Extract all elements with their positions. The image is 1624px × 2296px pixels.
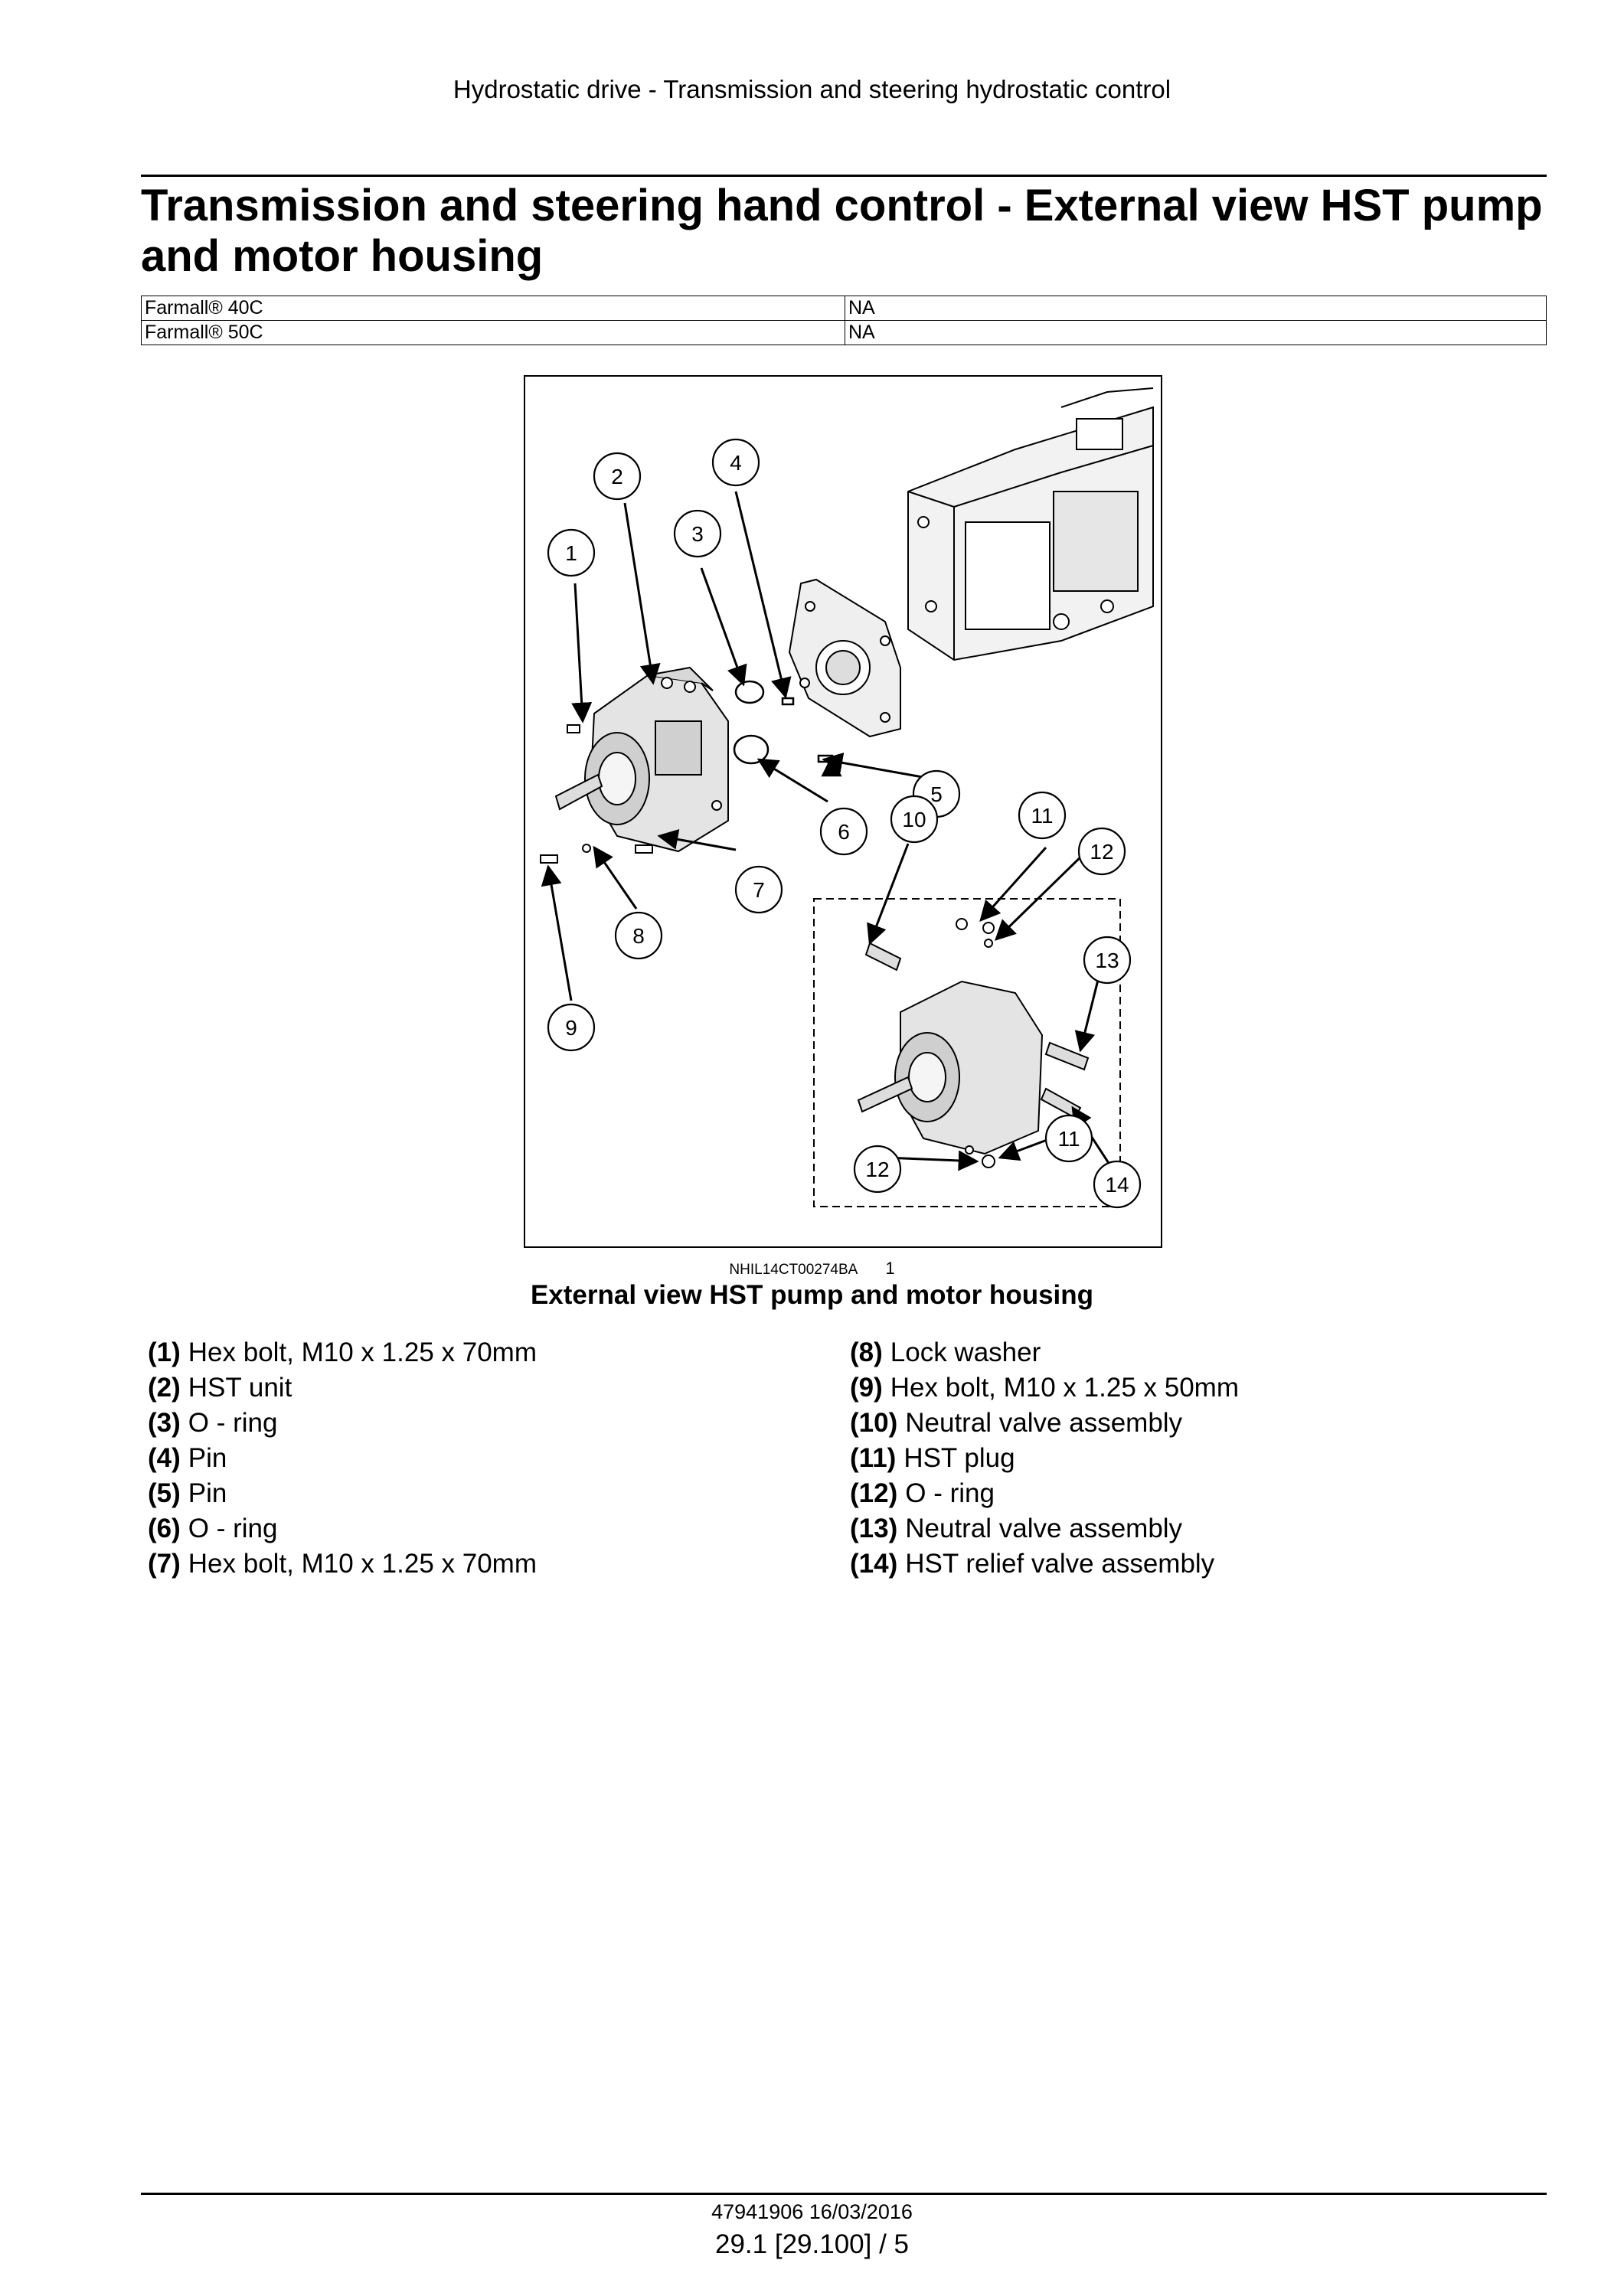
exploded-view-drawing: 1 2 3 4 5 6 7 8 9 10 11 12 13 11 12 14 (540, 387, 1154, 1209)
callout-label: 4 (730, 451, 742, 475)
callout-label: 14 (1105, 1173, 1129, 1197)
figure-code: NHIL14CT00274BA 1 (0, 1259, 1624, 1279)
running-header: Hydrostatic drive - Transmission and ste… (453, 75, 1171, 103)
callout-label: 11 (1057, 1127, 1080, 1151)
hst-unit-drawing (540, 666, 729, 864)
legend-text: Lock washer (890, 1337, 1041, 1367)
footer-rule (141, 2193, 1547, 2195)
legend-ref: (12) (850, 1478, 898, 1508)
hst-unit-detail-drawing (857, 918, 1090, 1168)
legend-text: HST plug (903, 1443, 1015, 1473)
page-title: Transmission and steering hand control -… (141, 181, 1543, 281)
transmission-housing-drawing (907, 387, 1154, 661)
legend-ref: (9) (850, 1373, 883, 1403)
legend-item: (11)HST plug (850, 1441, 1570, 1476)
legend-item: (4)Pin (148, 1441, 868, 1476)
detail-box (813, 898, 1121, 1207)
document-id: 47941906 16/03/2016 (711, 2200, 913, 2223)
value-cell: NA (845, 296, 1547, 321)
legend-item: (9)Hex bolt, M10 x 1.25 x 50mm (850, 1370, 1570, 1406)
legend-text: Hex bolt, M10 x 1.25 x 70mm (188, 1337, 537, 1367)
legend-item: (10)Neutral valve assembly (850, 1406, 1570, 1441)
callout-label: 8 (632, 924, 645, 948)
legend-item: (8)Lock washer (850, 1335, 1570, 1370)
exploded-view-figure: 1 2 3 4 5 6 7 8 9 10 11 12 13 11 12 14 (524, 375, 1162, 1248)
callout-label: 7 (753, 878, 765, 902)
figure-code-text: NHIL14CT00274BA (729, 1262, 858, 1278)
legend-ref: (10) (850, 1408, 898, 1438)
callout-labels: 1 2 3 4 5 6 7 8 9 10 11 12 13 11 12 14 (565, 451, 1129, 1197)
legend-left-column: (1)Hex bolt, M10 x 1.25 x 70mm (2)HST un… (148, 1335, 868, 1582)
legend-text: Neutral valve assembly (905, 1514, 1183, 1543)
callout-label: 13 (1095, 949, 1119, 972)
legend-right-column: (8)Lock washer (9)Hex bolt, M10 x 1.25 x… (850, 1335, 1570, 1582)
callout-label: 9 (565, 1016, 577, 1040)
legend-text: O - ring (905, 1478, 995, 1508)
legend-text: HST unit (188, 1373, 292, 1403)
legend-ref: (11) (850, 1443, 897, 1473)
legend-ref: (14) (850, 1549, 898, 1579)
figure-caption: External view HST pump and motor housing (530, 1280, 1094, 1310)
legend-ref: (1) (148, 1337, 181, 1367)
legend-ref: (4) (148, 1443, 181, 1473)
callout-label: 1 (565, 541, 577, 565)
table-row: Farmall® 50C NA (141, 320, 1547, 345)
legend-ref: (3) (148, 1408, 181, 1438)
legend-ref: (2) (148, 1373, 181, 1403)
callout-label: 12 (1090, 840, 1113, 864)
callout-label: 5 (930, 782, 943, 806)
legend-ref: (7) (148, 1549, 181, 1579)
legend-text: O - ring (188, 1408, 278, 1438)
figure-number: 1 (885, 1259, 895, 1278)
adapter-plate-drawing (788, 578, 901, 738)
legend-text: Pin (188, 1478, 227, 1508)
legend-item: (7)Hex bolt, M10 x 1.25 x 70mm (148, 1546, 868, 1582)
legend-item: (1)Hex bolt, M10 x 1.25 x 70mm (148, 1335, 868, 1370)
legend-ref: (8) (850, 1337, 883, 1367)
callout-label: 12 (865, 1158, 889, 1181)
legend-text: Pin (188, 1443, 227, 1473)
legend-item: (14)HST relief valve assembly (850, 1546, 1570, 1582)
callout-label: 2 (611, 465, 623, 488)
leader-lines (541, 491, 1124, 1185)
legend-ref: (6) (148, 1514, 181, 1543)
legend-text: Hex bolt, M10 x 1.25 x 70mm (188, 1549, 537, 1579)
legend-ref: (5) (148, 1478, 181, 1508)
legend-item: (2)HST unit (148, 1370, 868, 1406)
legend-item: (5)Pin (148, 1476, 868, 1511)
applicability-table: Farmall® 40C NA Farmall® 50C NA (141, 296, 1547, 345)
callout-label: 6 (838, 820, 850, 844)
callout-bubbles (547, 438, 1142, 1209)
value-cell: NA (845, 320, 1547, 345)
legend-item: (12)O - ring (850, 1476, 1570, 1511)
model-cell: Farmall® 50C (141, 320, 845, 345)
model-cell: Farmall® 40C (141, 296, 845, 321)
legend-text: Hex bolt, M10 x 1.25 x 50mm (890, 1373, 1239, 1403)
legend-text: O - ring (188, 1514, 278, 1543)
legend-text: HST relief valve assembly (905, 1549, 1215, 1579)
legend-text: Neutral valve assembly (905, 1408, 1183, 1438)
page-number: 29.1 [29.100] / 5 (715, 2229, 909, 2259)
legend-ref: (13) (850, 1514, 898, 1543)
table-row: Farmall® 40C NA (141, 296, 1547, 321)
legend-item: (6)O - ring (148, 1511, 868, 1546)
legend-item: (3)O - ring (148, 1406, 868, 1441)
header-rule (141, 175, 1547, 177)
callout-label: 10 (902, 808, 926, 831)
callout-label: 11 (1031, 804, 1053, 828)
legend-item: (13)Neutral valve assembly (850, 1511, 1570, 1546)
callout-label: 3 (691, 522, 704, 546)
